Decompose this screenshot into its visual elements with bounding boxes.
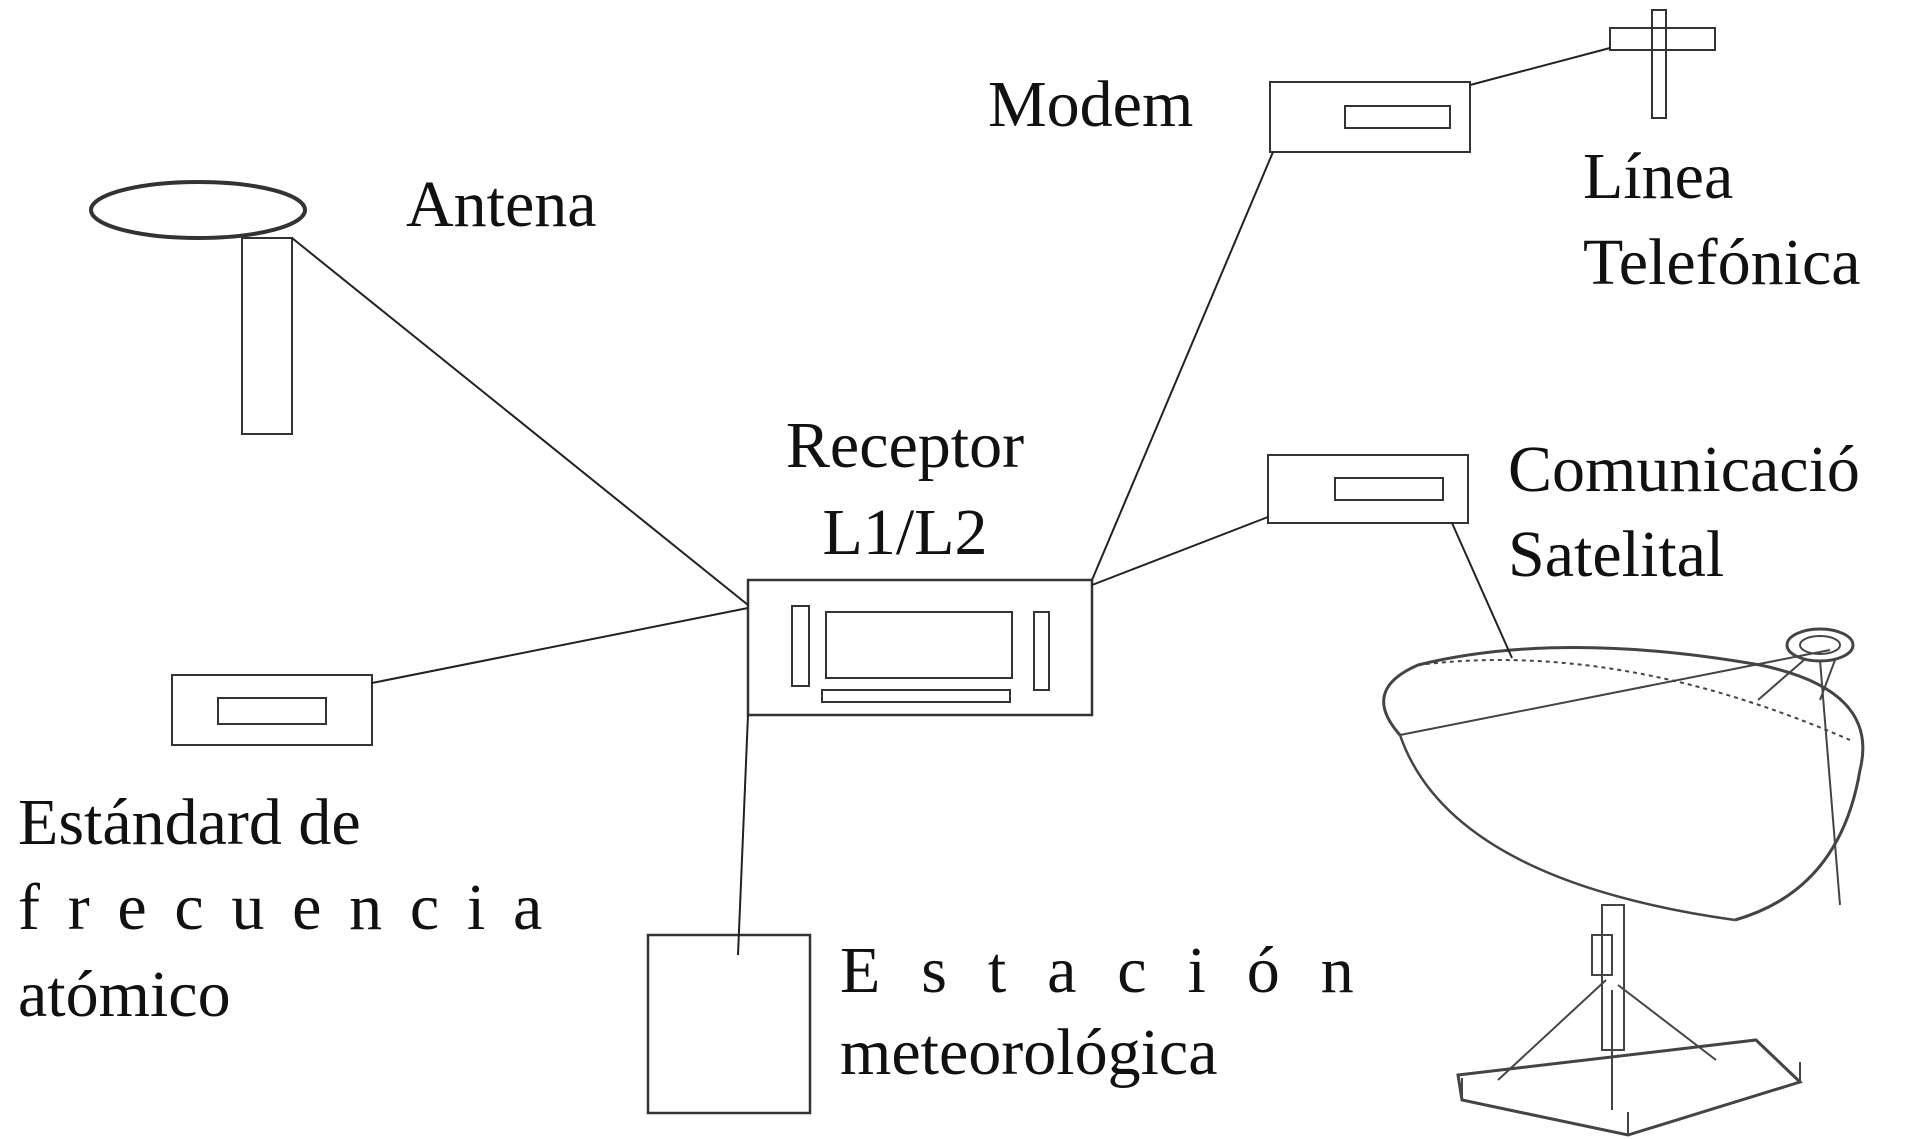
connection-lines — [291, 47, 1611, 956]
label-estacion-line1: Estación — [840, 934, 1395, 1007]
label-modem: Modem — [988, 68, 1194, 141]
modem-device — [1269, 81, 1471, 153]
weather-station-device — [646, 933, 812, 1115]
frequency-standard-device — [171, 674, 373, 746]
antenna-icon — [89, 180, 307, 435]
label-receptor-line2: L1/L2 — [822, 496, 988, 569]
label-estandar-line3: atómico — [18, 958, 231, 1031]
label-estandar-line1: Estándard de — [18, 786, 361, 859]
satellite-comm-device — [1267, 454, 1469, 524]
label-comunicacion-line2: Satelital — [1508, 518, 1725, 591]
label-antena: Antena — [406, 168, 597, 241]
label-receptor-line1: Receptor — [785, 409, 1025, 482]
label-linea-line1: Línea — [1583, 140, 1734, 213]
satellite-dish-icon — [1382, 627, 1865, 1137]
label-comunicacion-line1: Comunicació — [1508, 433, 1860, 506]
telephone-line-icon — [1609, 9, 1716, 119]
receiver-device — [746, 578, 1094, 717]
label-linea-line2: Telefónica — [1583, 226, 1861, 299]
label-estacion-line2: meteorológica — [840, 1016, 1218, 1089]
label-estandar-line2: frecuencia — [18, 871, 570, 944]
